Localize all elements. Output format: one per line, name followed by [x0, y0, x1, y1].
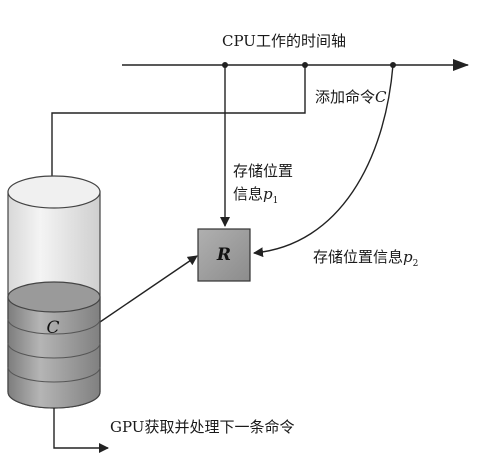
storage-info-p2-sub: 2 [412, 259, 419, 269]
storage-info-p2-arrow [253, 64, 394, 258]
gpu-label: GPU获取并处理下一条命令 [110, 418, 295, 436]
add-command-label: 添加命令C [315, 88, 387, 106]
add-command-text: 添加命令 [315, 88, 376, 106]
command-buffer-cylinder [7, 175, 101, 409]
storage-info-p2-var: p [403, 248, 413, 266]
buffer-command-label: C [46, 318, 60, 338]
storage-info-p2-label: 存储位置信息p2 [313, 248, 418, 273]
storage-info-p1-label-line2: 信息p1 [233, 185, 278, 210]
register-label: R [216, 245, 232, 265]
storage-info-p1-label-line1: 存储位置 [233, 162, 294, 180]
storage-info-p1-var: p [263, 185, 273, 203]
gpu-fetch-arrow [53, 408, 109, 453]
add-command-var: C [375, 88, 387, 106]
buffer-to-register-arrow [99, 255, 198, 323]
timeline-title: CPU工作的时间轴 [222, 32, 346, 50]
storage-info-p2-text: 存储位置信息 [313, 248, 404, 266]
storage-info-p1-text: 信息 [233, 185, 264, 203]
storage-info-p1-sub: 1 [272, 196, 279, 206]
cpu-timeline-axis [122, 59, 469, 71]
register-box [197, 228, 251, 282]
